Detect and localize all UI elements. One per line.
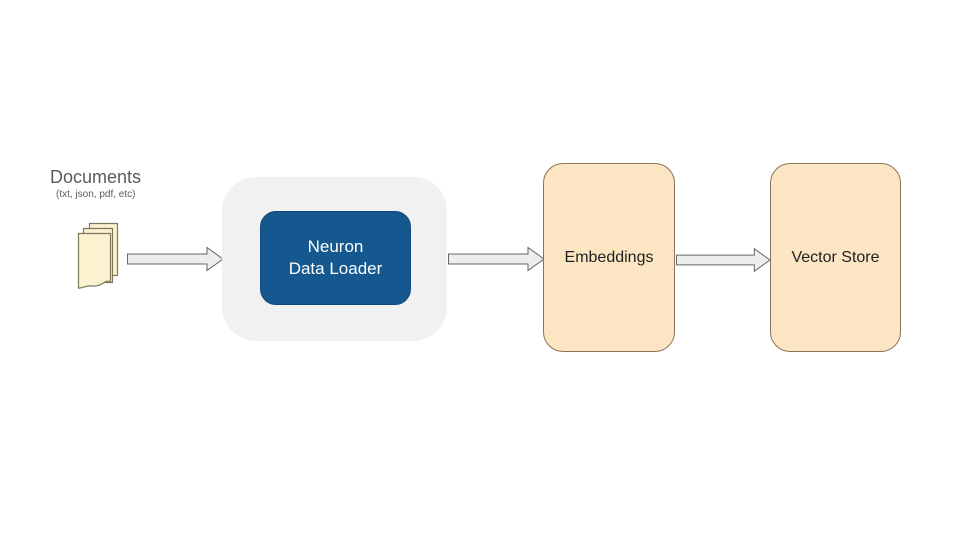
documents-formats-label: (txt, json, pdf, etc) [56,189,136,200]
documents-stack-icon [77,222,119,289]
neuron-data-loader-label: Neuron Data Loader [288,237,383,278]
arrow-right-icon [127,246,224,272]
documents-label: Documents [50,167,142,187]
vector-store-label: Vector Store [791,248,880,266]
arrow-right-icon [448,246,545,272]
embeddings-node: Embeddings [543,163,675,352]
neuron-data-loader-node: Neuron Data Loader [260,211,411,305]
embeddings-label: Embeddings [564,248,654,266]
arrow-right-icon [676,247,771,273]
document-page-front [77,232,112,289]
vector-store-node: Vector Store [770,163,901,352]
